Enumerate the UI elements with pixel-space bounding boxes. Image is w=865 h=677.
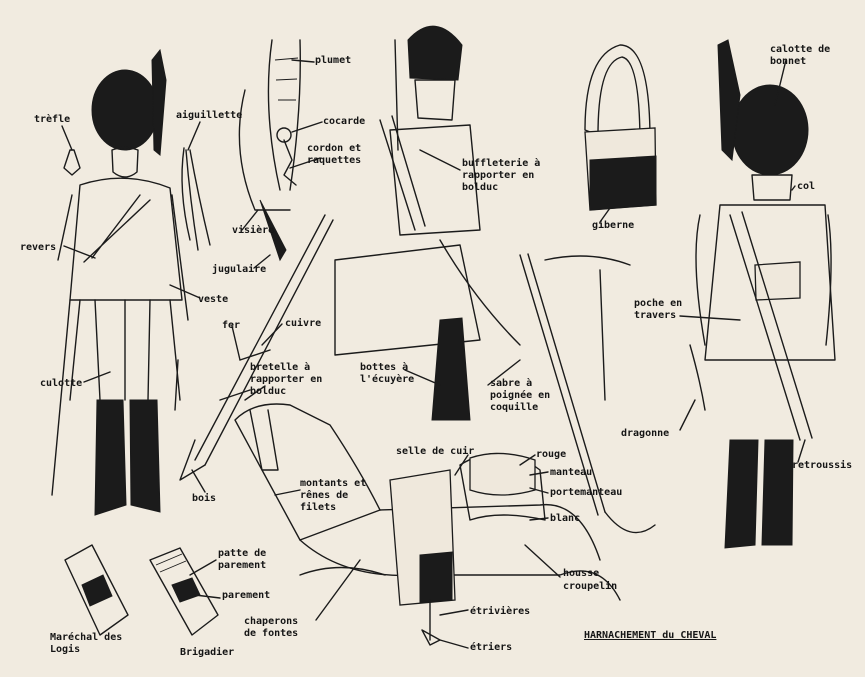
trefle-detail <box>63 149 81 176</box>
label-cordon-raquettes: cordon et raquettes <box>307 143 362 166</box>
label-brigadier: Brigadier <box>180 647 235 658</box>
sabre-detail <box>519 253 656 534</box>
grenadier-front-figure <box>51 48 189 516</box>
label-chaperons: chaperons de fontes <box>244 616 299 639</box>
leader-lines <box>61 59 806 649</box>
musket-drawing <box>179 214 334 481</box>
label-trefle: trèfle <box>34 114 71 125</box>
cuff-marechal-detail <box>64 544 129 636</box>
label-blanc: blanc <box>550 513 581 524</box>
label-plumet: plumet <box>315 55 352 66</box>
label-bretelle: bretelle à rapporter en bolduc <box>250 362 323 397</box>
label-sabre: sabre à poignée en coquille <box>490 378 551 413</box>
label-giberne: giberne <box>592 220 635 231</box>
label-cocarde: cocarde <box>323 116 366 127</box>
label-dragonne: dragonne <box>621 428 670 439</box>
label-calotte-bonnet: calotte de bonnet <box>770 44 831 67</box>
label-bottes: bottes à l'écuyère <box>360 362 415 385</box>
bonnet-detail <box>238 39 301 262</box>
label-jugulaire: jugulaire <box>212 264 267 275</box>
label-rouge: rouge <box>536 449 567 460</box>
label-retroussis: retroussis <box>792 460 853 471</box>
cuff-brigadier-detail <box>149 547 219 636</box>
label-parement: parement <box>222 590 271 601</box>
label-patte-parement: patte de parement <box>218 548 267 571</box>
label-cuivre: cuivre <box>285 318 322 329</box>
label-montants-renes: montants et rênes de filets <box>300 478 367 513</box>
label-manteau: manteau <box>550 467 593 478</box>
label-bois: bois <box>192 493 217 504</box>
buffleterie-detail <box>584 44 657 211</box>
grenadier-back-figure <box>689 39 836 549</box>
label-veste: veste <box>198 294 229 305</box>
label-portemanteau: portemanteau <box>550 487 623 498</box>
label-croupelin: croupelin <box>563 581 618 592</box>
label-col: col <box>797 181 816 192</box>
label-fer: fer <box>222 320 241 331</box>
label-visiere: visière <box>232 225 275 236</box>
label-poche-travers: poche en travers <box>634 298 683 321</box>
horse-drawing <box>234 403 621 646</box>
label-selle: selle de cuir <box>396 446 475 457</box>
plate-title: HARNACHEMENT du CHEVAL <box>584 630 717 641</box>
label-etrivieres: étrivières <box>470 606 531 617</box>
label-housse: housse <box>563 568 600 579</box>
label-culotte: culotte <box>40 378 83 389</box>
label-marechal: Maréchal des Logis <box>50 632 123 655</box>
label-revers: revers <box>20 242 57 253</box>
label-aiguillette: aiguillette <box>176 110 243 121</box>
mounted-grenadier-figure <box>334 25 521 421</box>
aiguillette-detail <box>181 147 211 251</box>
label-etriers: étriers <box>470 642 513 653</box>
label-buffleterie: buffleterie à rapporter en bolduc <box>462 158 541 193</box>
